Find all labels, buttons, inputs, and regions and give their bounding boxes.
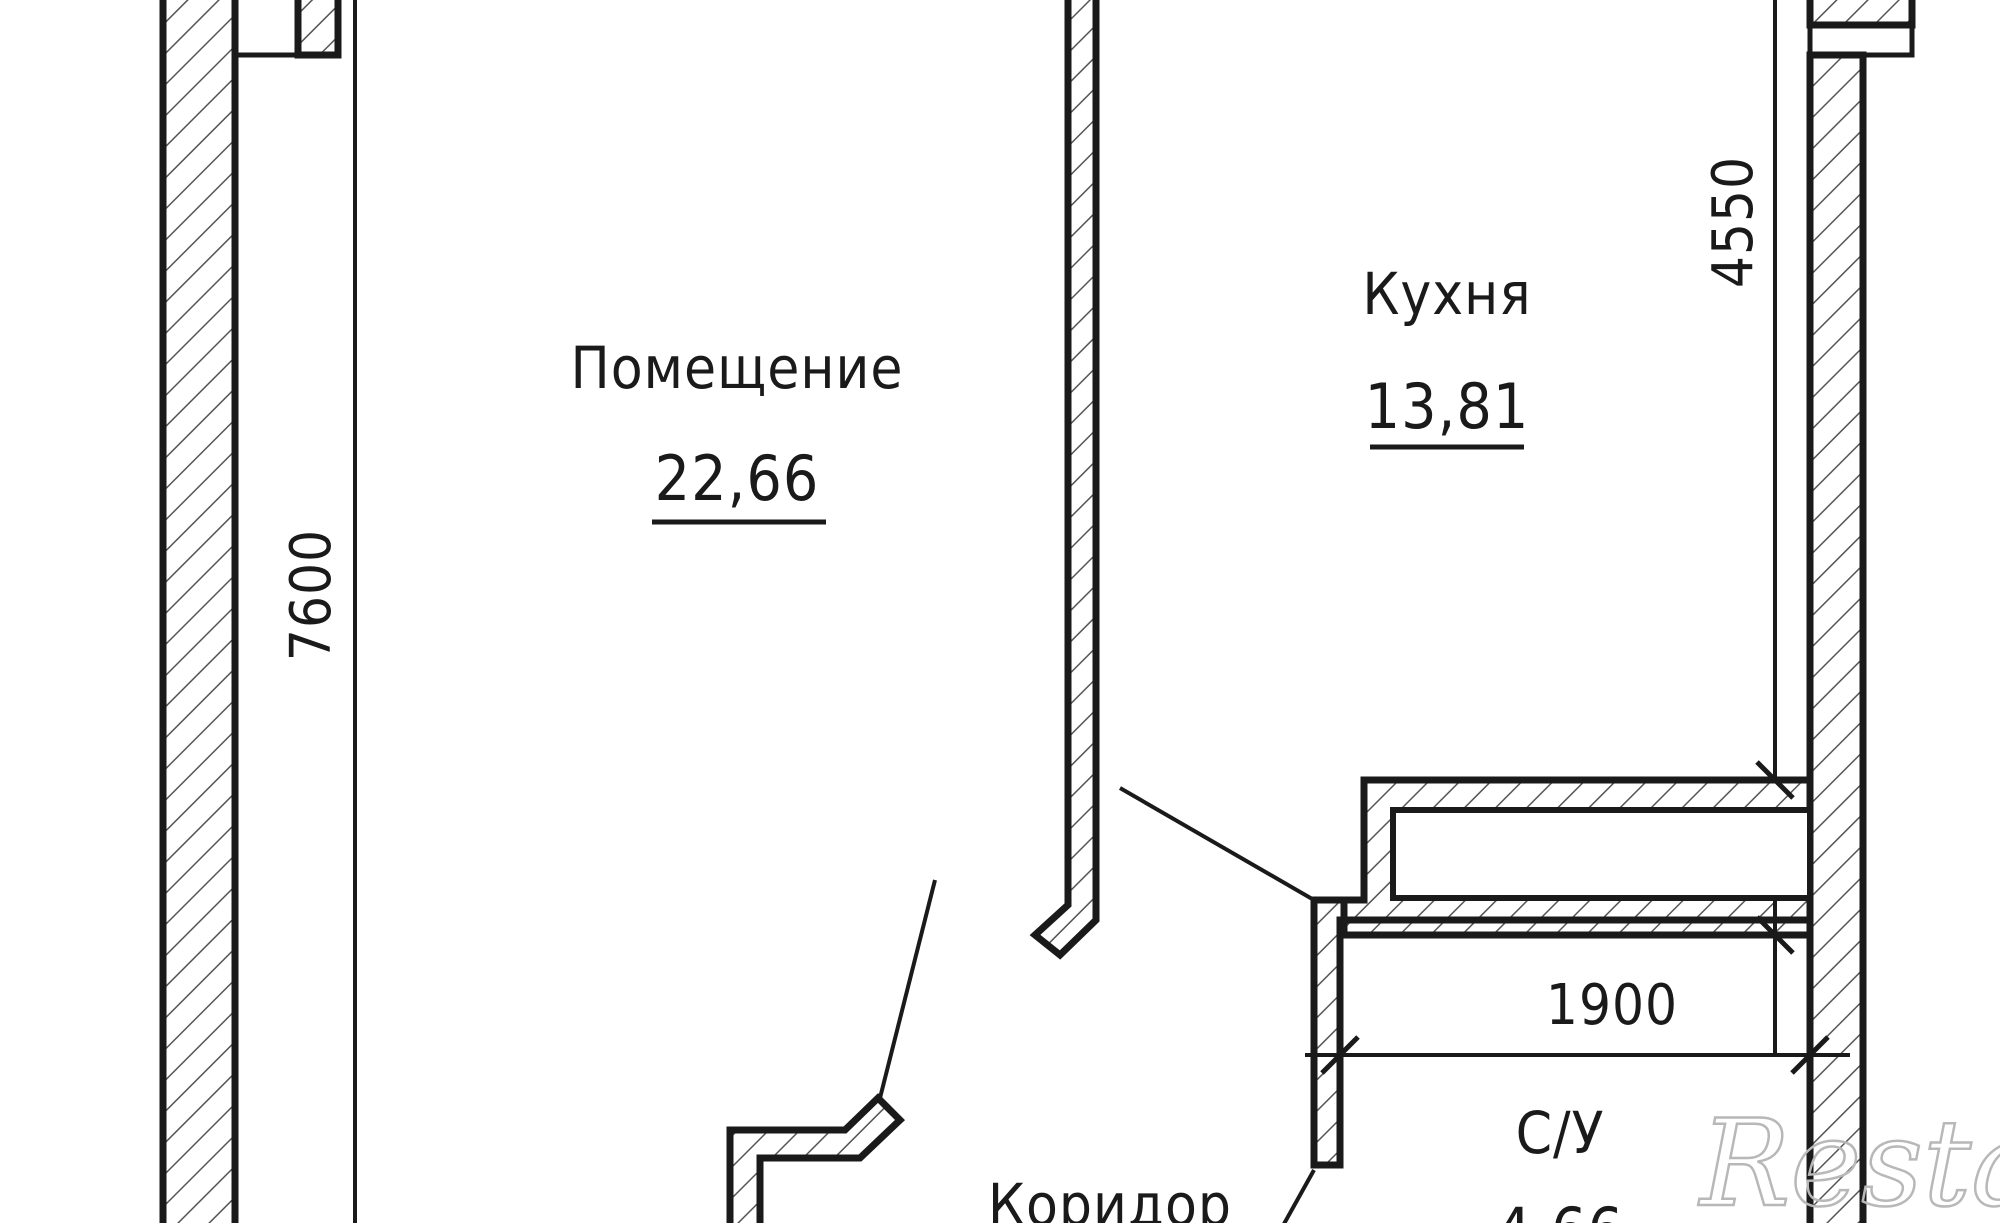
- room-area-main: 22,66: [655, 442, 820, 515]
- room-name-main: Помещение: [570, 334, 903, 402]
- door-swing-line-kitchen: [1119, 786, 1315, 902]
- dimension-tick-bath-2: [1790, 1035, 1830, 1075]
- dimension-label-kitchen: 4550: [1701, 156, 1766, 288]
- room-name-bathroom: С/У: [1516, 1099, 1605, 1167]
- room-area-bathroom: 4,66: [1496, 1194, 1624, 1223]
- room-name-kitchen: Кухня: [1362, 260, 1531, 328]
- top-right-jamb-hatch: [1806, 0, 1916, 29]
- top-left-jamb-hatch: [294, 0, 342, 59]
- right-exterior-wall: [1806, 51, 1867, 1223]
- dimension-label-bathroom: 1900: [1546, 973, 1678, 1038]
- corridor-wall: [726, 1093, 906, 1223]
- bathroom-left-wall: [1310, 896, 1814, 1169]
- ventilation-duct: [1390, 807, 1813, 901]
- interior-partition: [1029, 0, 1100, 960]
- dimension-tick-kitchen-1: [1755, 760, 1795, 800]
- left-exterior-wall: [159, 0, 239, 1223]
- watermark-logo: Restate: [1698, 1095, 2000, 1223]
- dimension-tick-bath-1: [1320, 1035, 1360, 1075]
- door-swing-line-main: [878, 879, 937, 1099]
- dimension-label-left: 7600: [279, 529, 344, 661]
- door-swing-line-corridor: [1282, 1169, 1316, 1223]
- room-name-corridor: Коридор: [988, 1171, 1232, 1223]
- room-area-kitchen: 13,81: [1365, 370, 1530, 443]
